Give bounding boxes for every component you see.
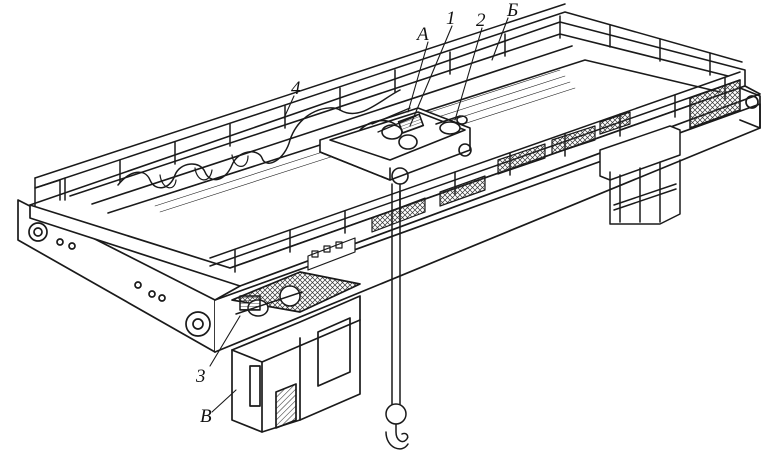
trolley: [319, 107, 472, 185]
bridge-drive: [235, 285, 303, 317]
label-4: 4: [291, 78, 301, 99]
label-2: 2: [476, 10, 486, 31]
control-panels: [307, 111, 631, 271]
festoon-cable: [117, 89, 401, 189]
label-a: А: [415, 24, 429, 45]
leader-lines: [209, 17, 509, 413]
hoist-rope-hook: [385, 183, 409, 450]
far-railing: [34, 3, 743, 211]
callout-labels: А 1 2 Б 4 3 В: [195, 0, 518, 427]
label-3: 3: [195, 366, 206, 387]
label-b: Б: [506, 0, 518, 21]
label-1: 1: [446, 8, 456, 29]
label-v: В: [200, 406, 212, 427]
service-platform: [599, 79, 741, 225]
